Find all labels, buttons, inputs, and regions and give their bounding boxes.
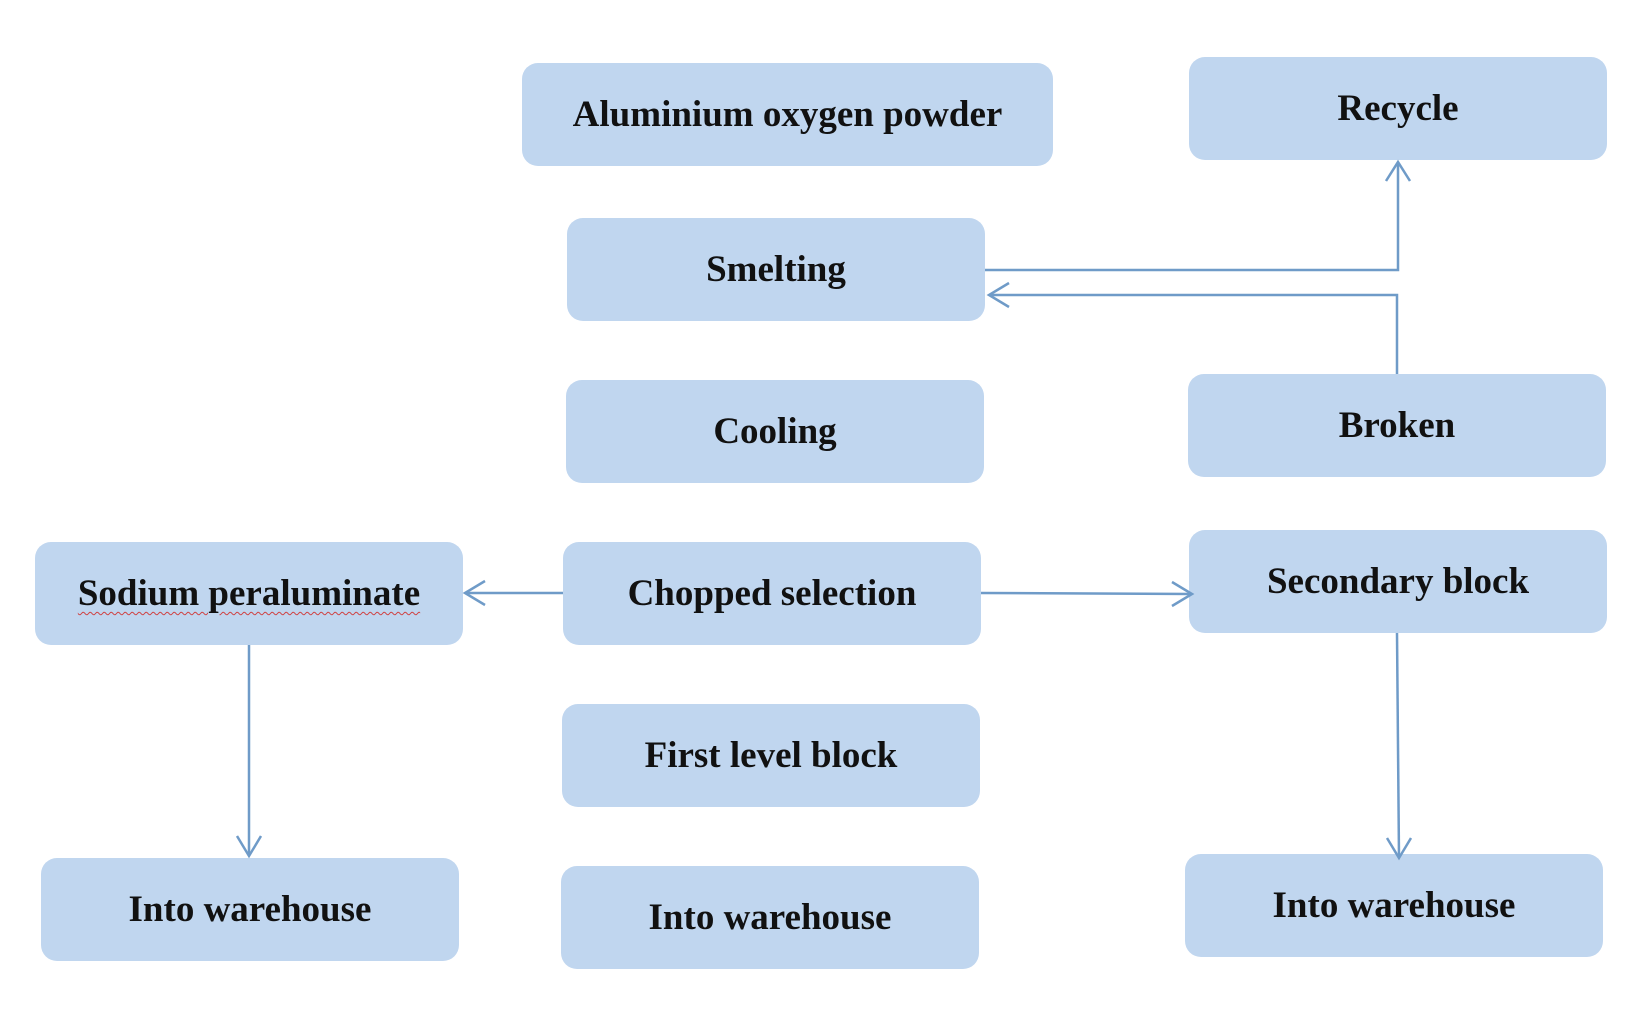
arrowhead-up-icon [1384,159,1412,182]
node-cooling: Cooling [566,380,984,483]
node-into-warehouse-center: Into warehouse [561,866,979,969]
node-secondary-block: Secondary block [1189,530,1607,633]
node-into-warehouse-left: Into warehouse [41,858,459,961]
node-smelting: Smelting [567,218,985,321]
node-label: Recycle [1337,88,1459,129]
node-label: Secondary block [1266,561,1530,602]
node-label: First level block [644,735,898,776]
arrow-chopped-to-secondary [980,591,1193,596]
node-label: Cooling [713,411,837,452]
node-label: Broken [1338,405,1456,446]
arrow-secondary-to-warehouse [1395,632,1401,859]
node-label: Into warehouse [648,897,892,938]
node-label: Into warehouse [128,889,372,930]
node-label: Aluminium oxygen powder [572,94,1003,135]
arrowhead-down-icon [235,835,263,859]
arrowhead-left-icon [462,579,486,607]
node-broken: Broken [1188,374,1606,477]
node-aluminium-oxygen-powder: Aluminium oxygen powder [522,63,1053,166]
node-first-level-block: First level block [562,704,980,807]
node-recycle: Recycle [1189,57,1607,160]
node-sodium-peraluminate: Sodium peraluminate [35,542,463,645]
node-into-warehouse-right: Into warehouse [1185,854,1603,957]
node-label: Chopped selection [627,573,917,614]
node-label: Smelting [706,249,846,290]
node-label: Sodium peraluminate [77,573,421,614]
node-chopped-selection: Chopped selection [563,542,981,645]
arrow-smelting-to-recycle [985,162,1400,272]
arrow-broken-to-smelting [989,293,1399,374]
arrowhead-left-icon [986,281,1010,309]
node-label: Into warehouse [1272,885,1516,926]
